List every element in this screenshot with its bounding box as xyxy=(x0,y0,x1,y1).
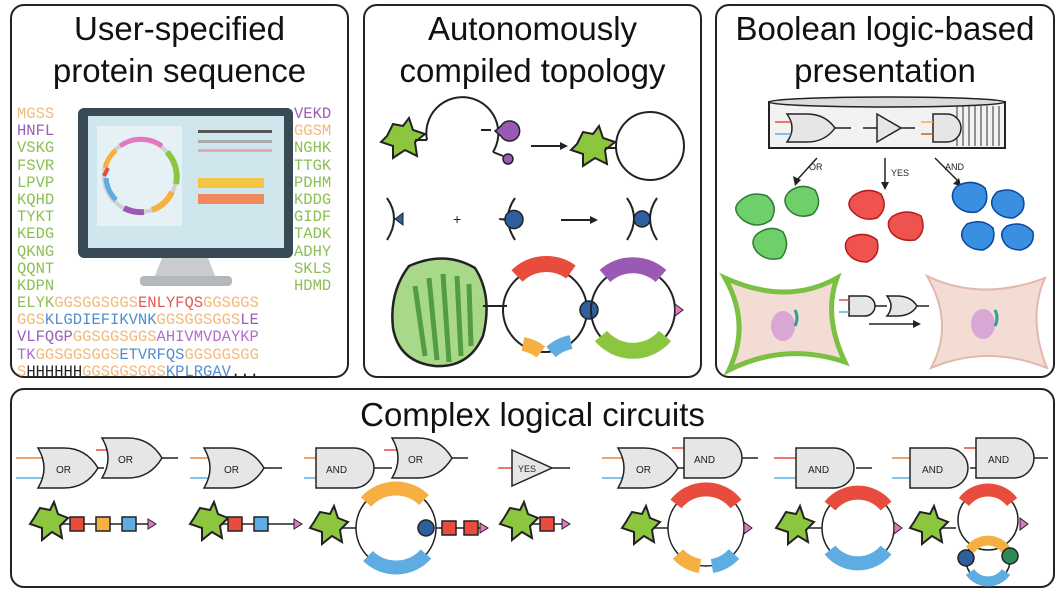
cell-nucleus-2 xyxy=(971,309,995,339)
circuit-or-and: OR AND xyxy=(602,437,758,573)
protein-cluster-red xyxy=(844,189,924,263)
circuit-or-or: OR OR xyxy=(16,437,178,543)
and-gate xyxy=(932,113,962,143)
sequence-row: NGHK xyxy=(294,139,332,158)
segment-orange xyxy=(521,337,546,358)
ligated-junction xyxy=(633,210,651,228)
svg-text:OR: OR xyxy=(118,455,133,466)
or-gate xyxy=(785,113,836,143)
pink-tag xyxy=(674,303,684,317)
sequence-row: GIDF xyxy=(294,208,332,227)
closed-ring-1 xyxy=(615,111,685,181)
circuit-and: AND xyxy=(774,447,903,571)
svg-text:+: + xyxy=(453,211,461,227)
sequence-row: ADHY xyxy=(294,242,332,261)
svg-text:OR: OR xyxy=(636,465,651,476)
sequence-row: MGSS xyxy=(17,105,55,123)
circuit-or: OR xyxy=(188,447,303,543)
sequence-row: KQHD xyxy=(17,191,55,210)
svg-text:OR: OR xyxy=(56,465,71,476)
star-anchor-1 xyxy=(379,115,428,160)
svg-text:AND: AND xyxy=(988,455,1009,466)
tag-dot xyxy=(502,153,514,165)
sequence-row: PDHM xyxy=(294,173,332,192)
segment-red xyxy=(511,256,576,283)
monitor-stand xyxy=(154,258,216,278)
circuit-yes: YES xyxy=(498,448,571,543)
catcher-pacman xyxy=(493,120,521,142)
topology-panel-title-line1: Autonomously xyxy=(427,10,638,47)
circuits-panel: Complex logical circuits OR OR xyxy=(10,388,1055,588)
sequence-row: TADK xyxy=(294,225,332,244)
sequence-row: GGSM xyxy=(294,122,332,141)
svg-text:YES: YES xyxy=(518,464,536,474)
sequence-row: TYKT xyxy=(17,208,55,227)
cell-or-gate xyxy=(885,295,918,317)
boolean-panel-title-line1: Boolean logic-based xyxy=(735,10,1035,47)
gfp-barrel xyxy=(391,257,488,368)
sequence-row: SKLS xyxy=(294,259,332,278)
label-or: OR xyxy=(809,162,823,172)
topology-panel-title-line2: compiled topology xyxy=(399,52,666,89)
svg-text:AND: AND xyxy=(922,465,943,476)
boolean-diagram: OR YES AND xyxy=(719,96,1049,376)
boolean-panel-title-line2: presentation xyxy=(794,52,976,89)
monitor-illustration xyxy=(78,108,293,286)
protein-cluster-blue xyxy=(951,181,1034,251)
sequence-row: QKNG xyxy=(17,242,55,261)
svg-text:AND: AND xyxy=(694,455,715,466)
label-yes: YES xyxy=(891,168,909,178)
svg-text:OR: OR xyxy=(224,465,239,476)
sequence-panel-title-line2: protein sequence xyxy=(52,52,307,89)
label-and: AND xyxy=(945,162,965,172)
sequence-row: KDPN xyxy=(17,277,55,296)
sequence-row: LPVP xyxy=(17,173,55,192)
segment-green xyxy=(594,330,672,359)
sequence-row: VLFQGPGGSGGSGGSAHIVMVDAYKP xyxy=(17,328,259,347)
boolean-panel: Boolean logic-based presentation OR YES … xyxy=(715,4,1055,378)
sequence-row: KDDG xyxy=(294,191,332,210)
circuits-panel-title: Complex logical circuits xyxy=(360,396,705,433)
sequence-row: FSVR xyxy=(17,156,55,175)
sequence-row: VSKG xyxy=(17,139,55,158)
star-anchor-2 xyxy=(569,123,618,168)
segment-blue xyxy=(546,335,573,358)
spytag-fragment xyxy=(394,212,404,226)
svg-text:AND: AND xyxy=(326,465,347,476)
topology-diagram: + xyxy=(379,96,685,368)
protein-cluster-green xyxy=(735,185,820,260)
segment-purple xyxy=(599,257,667,283)
sequence-row: HNFL xyxy=(17,122,55,141)
screen-orange-bar xyxy=(198,194,264,204)
open-ring-1 xyxy=(425,96,500,153)
sequence-row: QQNT xyxy=(17,259,55,278)
spycatcher-fragment xyxy=(498,209,524,230)
sequence-row: GGSKLGDIEFIKVNKGGSGGSGGSLE xyxy=(17,311,259,330)
circuit-and-or: AND OR xyxy=(304,437,489,575)
circuit-and-and: AND AND xyxy=(892,437,1048,587)
sequence-row: ELYKGGSGGSGGSENLYFQSGGSGGS xyxy=(17,294,259,312)
sequence-panel-title-line1: User-specified xyxy=(74,10,285,47)
sequence-row: TTGK xyxy=(294,156,332,175)
sequence-row: VEKD xyxy=(294,105,332,123)
junction-node xyxy=(579,300,599,320)
cell-and-gate xyxy=(848,295,876,317)
sequence-row: TKGGSGGSGGSETVRFQSGGSGGSGG xyxy=(17,345,259,364)
topology-panel: Autonomously compiled topology + xyxy=(363,4,702,378)
screen-yellow-bar xyxy=(198,178,264,188)
svg-text:OR: OR xyxy=(408,455,423,466)
circuits-diagram: OR OR OR xyxy=(16,437,1048,587)
composite-ring-1 xyxy=(502,267,588,353)
sequence-row: HDMD xyxy=(294,277,332,296)
monitor-base xyxy=(140,276,232,286)
svg-text:AND: AND xyxy=(808,465,829,476)
cell-nucleus-1 xyxy=(771,311,795,341)
sequence-row: SHHHHHHGGSGGSGGSKPLRGAV... xyxy=(17,362,259,381)
sequence-row: KEDG xyxy=(17,225,55,244)
